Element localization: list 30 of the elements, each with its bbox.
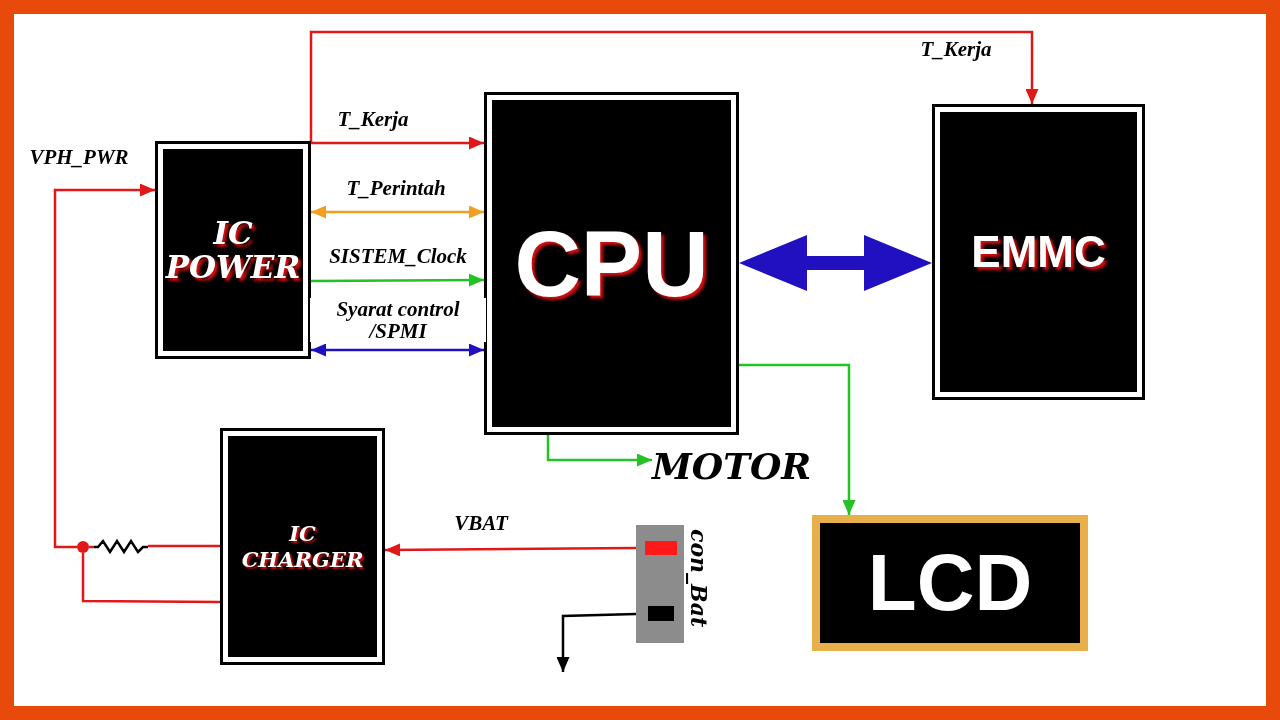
wire bbox=[148, 544, 220, 548]
edge-label: SISTEM_Clock bbox=[329, 245, 467, 268]
arrow bbox=[311, 343, 484, 357]
chip-box bbox=[932, 104, 1145, 400]
node-label: IC POWER bbox=[165, 215, 301, 285]
display-box bbox=[812, 515, 1088, 651]
arrow bbox=[385, 543, 636, 557]
node-label: MOTOR bbox=[652, 448, 812, 484]
connector-label: con_Bat bbox=[688, 529, 710, 628]
arrow bbox=[739, 363, 856, 515]
arrow bbox=[311, 136, 484, 150]
arrow bbox=[311, 273, 484, 287]
edge-label: T_Kerja bbox=[920, 38, 992, 61]
edge-label: Syarat control /SPMI bbox=[310, 298, 486, 343]
double-arrow bbox=[739, 235, 932, 291]
node-label: IC CHARGER bbox=[240, 521, 365, 572]
arrow bbox=[309, 30, 1039, 143]
chip-box bbox=[484, 92, 739, 435]
arrow bbox=[53, 183, 155, 549]
node-label: LCD bbox=[867, 543, 1033, 623]
arrow bbox=[311, 205, 484, 219]
edge-label: T_Kerja bbox=[337, 108, 409, 131]
chip-box bbox=[155, 141, 311, 359]
edge-label: T_Perintah bbox=[346, 177, 446, 200]
arrow bbox=[546, 435, 652, 467]
node-label: EMMC bbox=[971, 230, 1106, 274]
arrow bbox=[556, 612, 637, 672]
node-label: CPU bbox=[514, 217, 709, 310]
wire bbox=[81, 553, 220, 604]
chip-box bbox=[220, 428, 385, 665]
